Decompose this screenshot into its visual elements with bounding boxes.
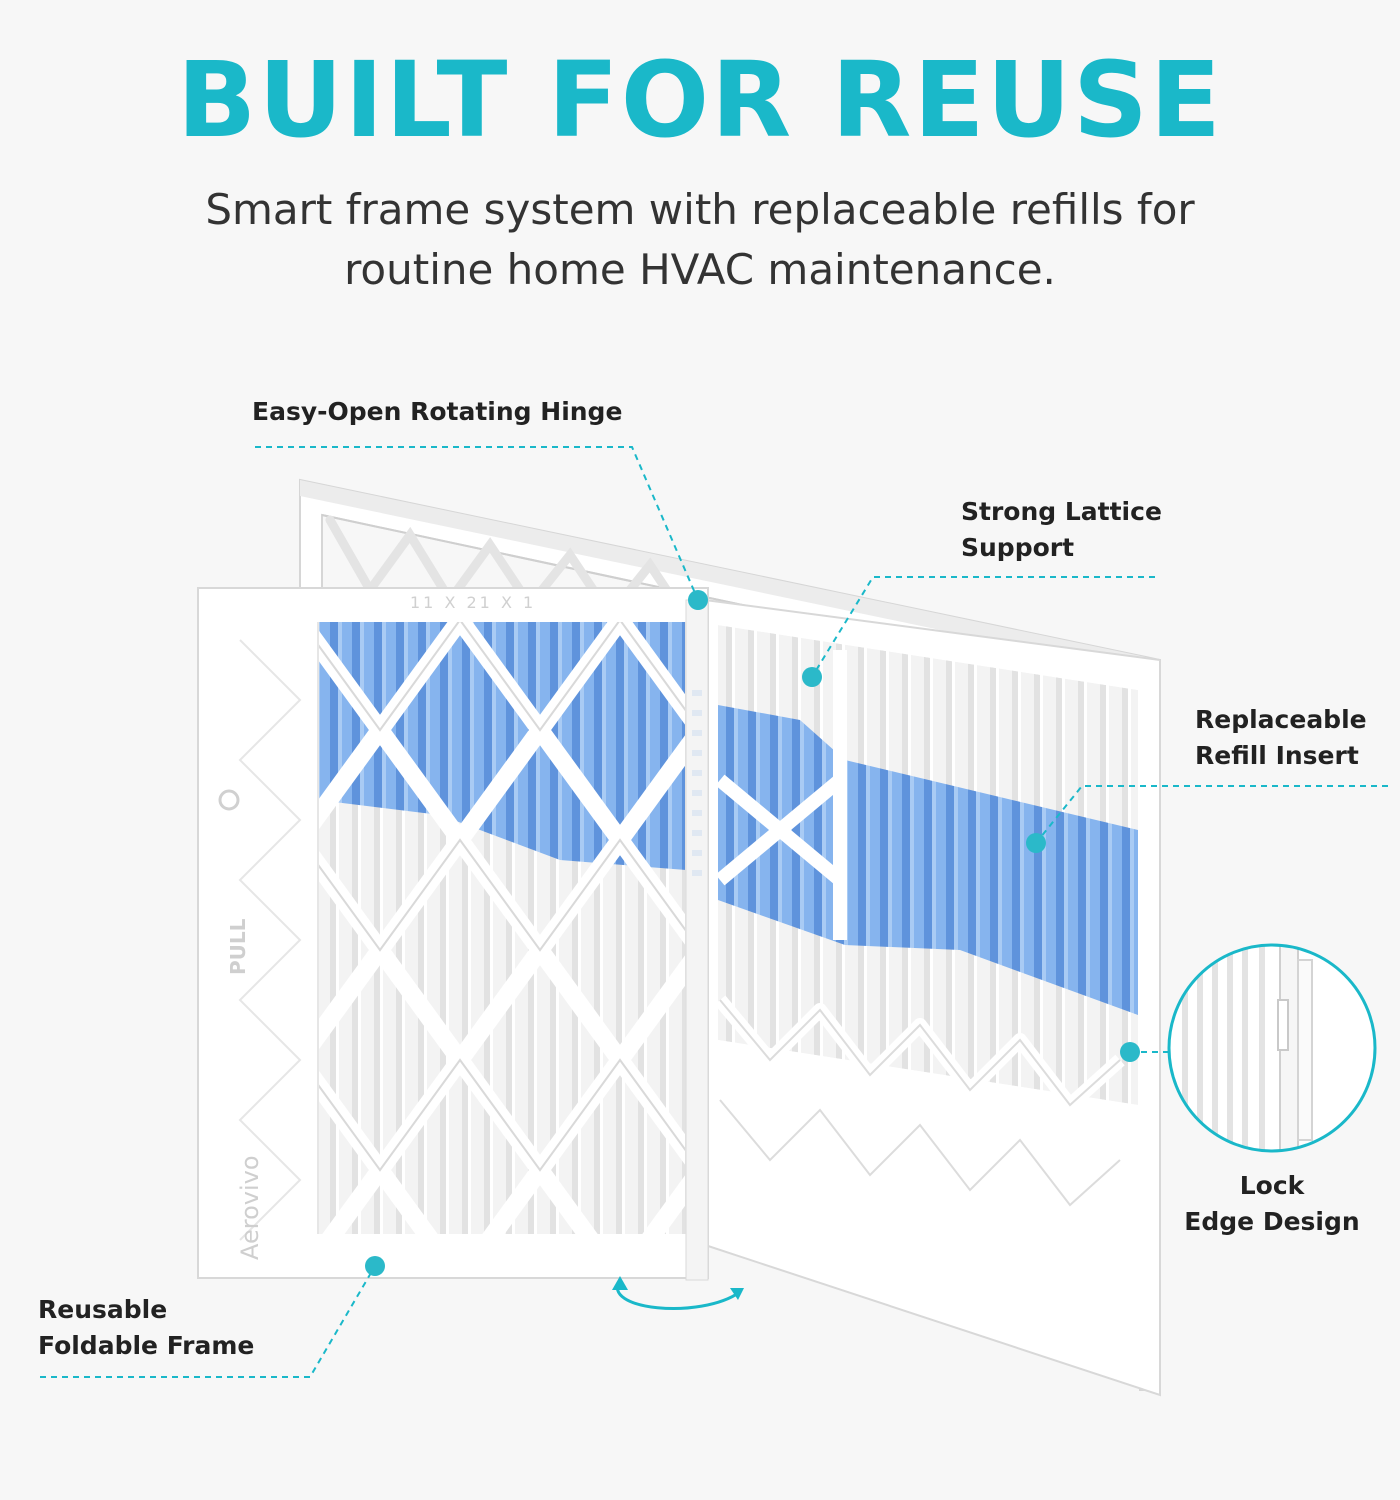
size-mark: 11 X 21 X 1: [410, 593, 536, 612]
brand-logo: Aerovivo: [236, 1155, 264, 1260]
callout-dots: [365, 590, 1140, 1276]
page-subtitle: Smart frame system with replaceable refi…: [205, 185, 1195, 294]
hinge-leader: [255, 446, 699, 601]
lock-edge-zoom: [1167, 943, 1377, 1153]
refill-leader: [1035, 785, 1388, 844]
lattice-leader: [811, 576, 1155, 678]
pull-mark: PULL: [226, 918, 250, 975]
callout-frame-label: Reusable Foldable Frame: [38, 1295, 255, 1360]
recycle-icon: [218, 789, 240, 811]
lock-dot: [1120, 1042, 1140, 1062]
lattice-dot: [802, 667, 822, 687]
left-panel: 11 X 21 X 1 PULL Aerovivo: [197, 587, 709, 1281]
callout-lock-label: Lock Edge Design: [1184, 1171, 1360, 1236]
rotate-arrow-icon: [615, 1279, 741, 1310]
callout-refill-label: Replaceable Refill Insert: [1195, 705, 1367, 770]
refill-dot: [1026, 833, 1046, 853]
callout-lattice-label: Strong Lattice Support: [961, 497, 1162, 562]
right-panel: [704, 598, 1161, 1397]
frame-leader: [40, 1265, 376, 1378]
frame-dot: [365, 1256, 385, 1276]
hinge-dot: [688, 590, 708, 610]
callout-hinge-label: Easy-Open Rotating Hinge: [252, 397, 623, 426]
page-title: BUILT FOR REUSE: [177, 39, 1223, 161]
